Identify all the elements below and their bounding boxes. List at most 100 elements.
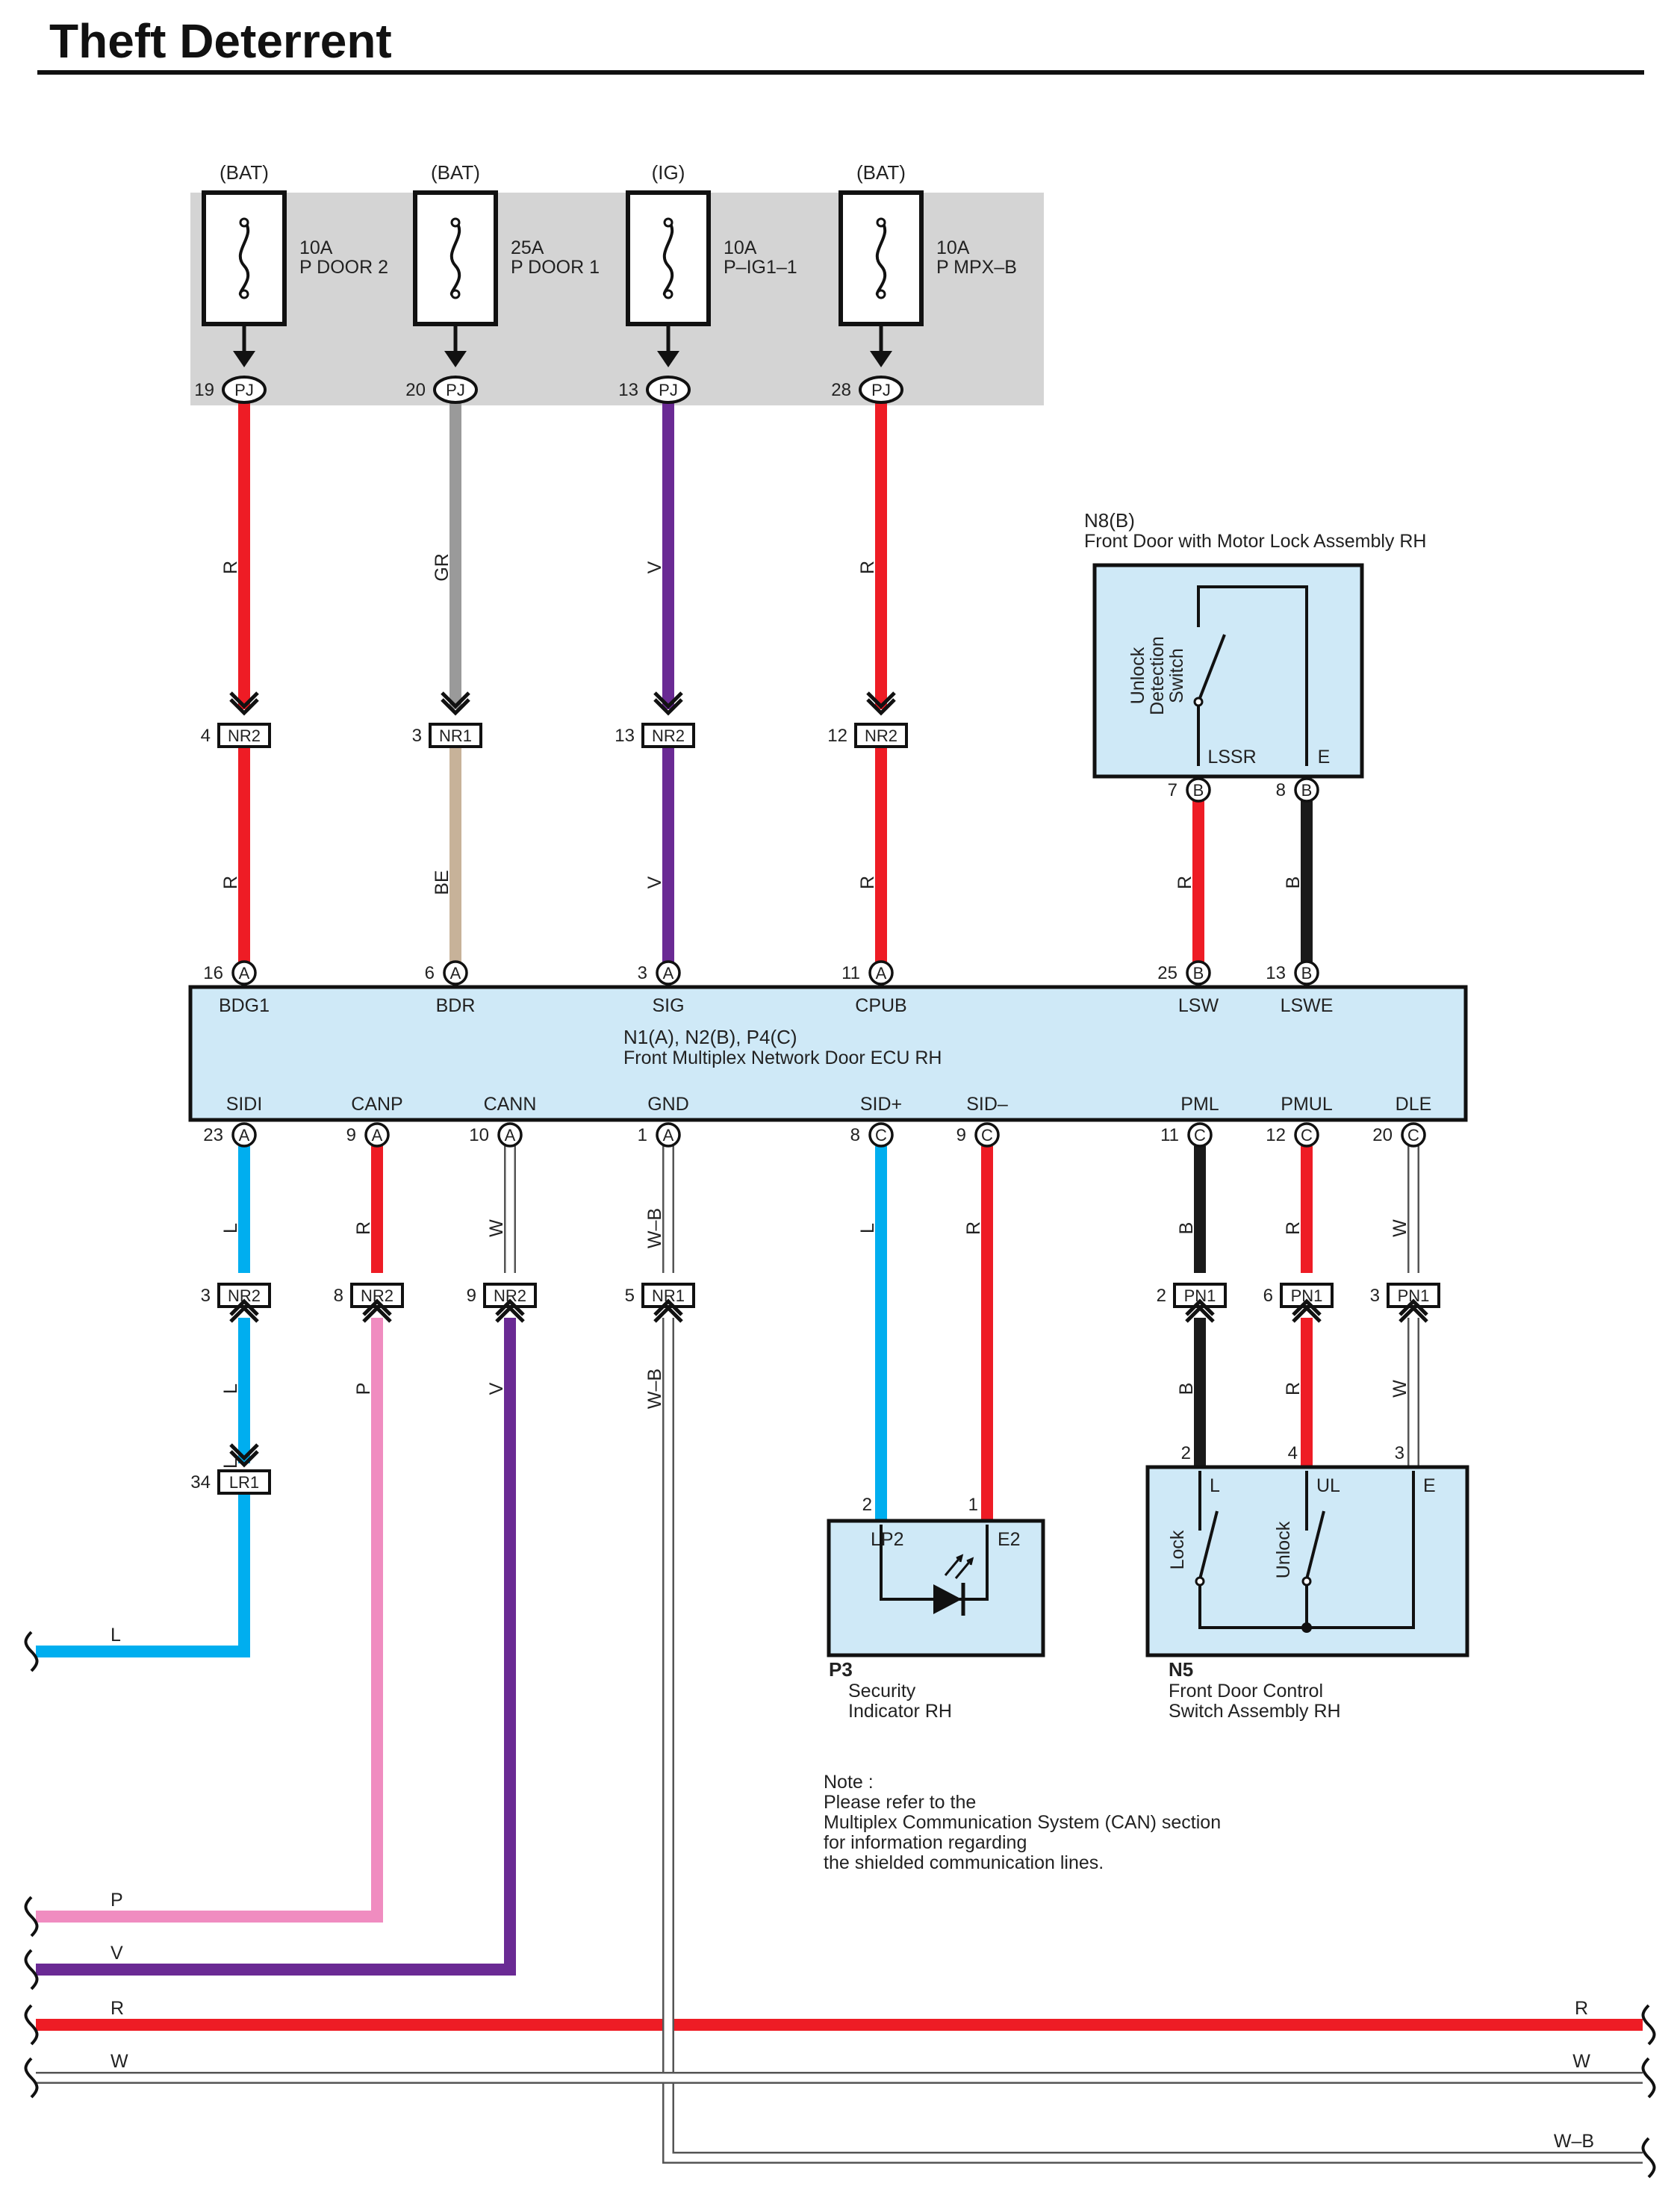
ecu-terminal-label: CANP — [351, 1094, 402, 1115]
chevron-up-icon — [362, 1298, 392, 1316]
note-line: Please refer to the — [824, 1792, 976, 1813]
wire-color-label: R — [220, 561, 241, 574]
pin-number: 9 — [467, 1286, 476, 1306]
break-mark — [24, 1896, 39, 1937]
pin-number: 3 — [412, 726, 422, 746]
pin-number: 3 — [1395, 1443, 1404, 1463]
pin-circle — [1294, 960, 1319, 986]
chevron-down-icon — [653, 691, 683, 709]
switch-icon — [1305, 1510, 1325, 1580]
pin-number: 1 — [638, 1125, 647, 1145]
fuse-amp-label: 10A — [724, 237, 757, 258]
ecu-terminal-label: BDR — [436, 995, 476, 1016]
ecu-terminal-label: SIG — [652, 995, 684, 1016]
pin-number: 13 — [615, 726, 635, 746]
chevron-up-icon — [653, 1298, 683, 1316]
fuse-name-label: P–IG1–1 — [724, 257, 797, 278]
pin-circle — [497, 1122, 523, 1148]
pin-number: 9 — [346, 1125, 356, 1145]
chevron-down-icon — [229, 698, 259, 716]
connector-box — [854, 723, 908, 748]
terminal-label: UL — [1316, 1475, 1340, 1496]
switch-label: Detection — [1147, 636, 1168, 715]
pin-number: 6 — [1263, 1286, 1273, 1306]
ecu-terminal-label: SID+ — [860, 1094, 902, 1115]
pin-number: 25 — [1157, 963, 1177, 983]
note-line: Note : — [824, 1772, 874, 1793]
switch-label: Lock — [1167, 1530, 1188, 1569]
fuse-terminal — [876, 217, 886, 228]
fuse-terminal — [450, 289, 461, 299]
pin-number: 3 — [638, 963, 647, 983]
component-code: P3 — [829, 1658, 853, 1681]
chevron-up-icon — [653, 1305, 683, 1323]
chevron-up-icon — [495, 1305, 525, 1323]
wire-color-label: V — [644, 876, 665, 888]
pin-letter: A — [505, 1126, 516, 1145]
wire-gnd-to-bus-outline — [662, 1318, 1643, 2164]
wire-color-label: R — [963, 1221, 984, 1235]
fuse-icon — [626, 190, 711, 326]
connector-label: NR2 — [652, 726, 685, 745]
chevron-up-icon — [229, 1305, 259, 1323]
pin-circle — [974, 1122, 1000, 1148]
wire-color-label: P — [353, 1383, 374, 1395]
break-mark — [24, 2004, 39, 2046]
connector-label: LR1 — [229, 1473, 259, 1492]
pin-number: 13 — [618, 380, 638, 400]
wire-color-label: R — [1175, 876, 1195, 889]
wire-color-label: V — [486, 1382, 507, 1395]
fuse-terminal — [239, 217, 249, 228]
connector-label: PJ — [446, 381, 465, 399]
pin-circle — [656, 960, 681, 986]
wire-canp-to-bus — [36, 1318, 383, 1923]
wire-color-label: W — [1390, 1380, 1410, 1398]
chevron-down-icon — [653, 698, 683, 716]
pin-letter: C — [1301, 1126, 1313, 1145]
pin-number: 1 — [968, 1495, 978, 1515]
break-mark — [1641, 2057, 1656, 2099]
ecu-terminal-label: LSW — [1178, 995, 1219, 1016]
chevron-up-icon — [1292, 1298, 1322, 1316]
pin-number: 4 — [1288, 1443, 1298, 1463]
bus-label: V — [111, 1943, 123, 1964]
arrow-down-icon — [444, 351, 467, 367]
bus-label: W–B — [1554, 2131, 1594, 2152]
pin-number: 2 — [1181, 1443, 1191, 1463]
fuse-terminal — [450, 217, 461, 228]
light-rays-icon — [944, 1554, 974, 1579]
pin-number: 10 — [469, 1125, 489, 1145]
wire-color-label: L — [857, 1223, 878, 1233]
bus-label: W — [111, 2051, 128, 2072]
pin-number: 2 — [1157, 1286, 1166, 1306]
ecu-terminal-label: DLE — [1396, 1094, 1432, 1115]
pin-circle — [231, 1122, 257, 1148]
fuse-icon — [839, 190, 924, 326]
terminal-label: E — [1318, 747, 1331, 768]
fuse-source-label: (BAT) — [431, 161, 480, 184]
wire-color-label: W–B — [644, 1208, 665, 1248]
switch-pivot — [1193, 697, 1204, 707]
pin-number: 3 — [1370, 1286, 1380, 1306]
wire-color-label: W–B — [644, 1369, 665, 1409]
chevron-up-icon — [1399, 1298, 1428, 1316]
switch-pivot — [1301, 1576, 1312, 1587]
wire-color-label: BE — [432, 870, 452, 894]
switch-icon — [1198, 1510, 1219, 1580]
fuse-terminal — [239, 289, 249, 299]
break-mark — [24, 1949, 39, 1990]
pin-number: 20 — [1372, 1125, 1393, 1145]
pin-circle — [1294, 777, 1319, 803]
ecu-terminal-label: PML — [1180, 1094, 1219, 1115]
wire-color-label: R — [353, 1221, 374, 1235]
pin-number: 3 — [201, 1286, 211, 1306]
connector-oval — [433, 376, 478, 404]
pin-number: 8 — [850, 1125, 860, 1145]
chevron-down-icon — [229, 1450, 259, 1468]
pin-circle — [1186, 777, 1211, 803]
chevron-up-icon — [229, 1298, 259, 1316]
bus-label: P — [111, 1890, 123, 1911]
pin-letter: C — [875, 1126, 887, 1145]
break-mark — [1641, 2004, 1656, 2046]
